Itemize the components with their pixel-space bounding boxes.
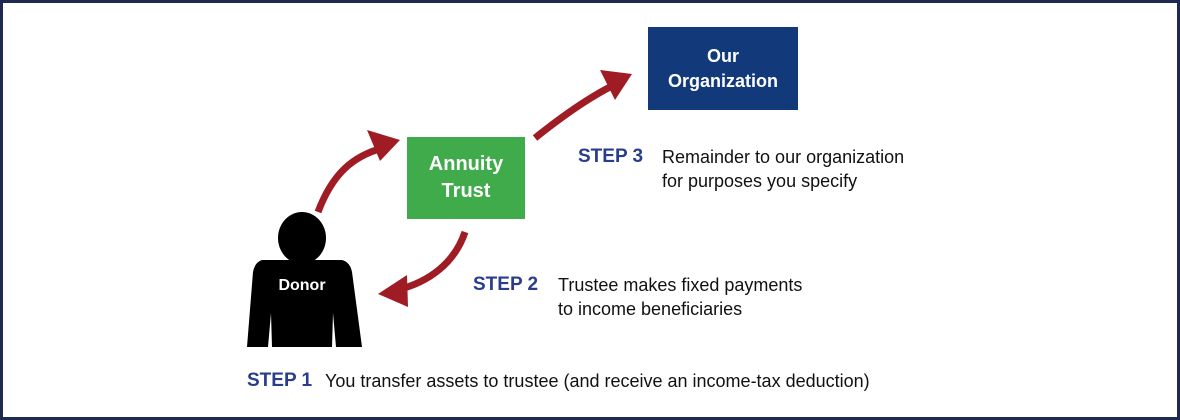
annuity-trust-box: Annuity Trust	[407, 137, 525, 219]
donor-person-icon	[247, 212, 362, 347]
step-2-text: Trustee makes fixed payments to income b…	[558, 275, 803, 319]
organization-box: Our Organization	[648, 27, 798, 110]
step-3: STEP 3 Remainder to our organization for…	[578, 145, 958, 195]
annuity-trust-label: Annuity Trust	[428, 153, 504, 202]
step-1-label: STEP 1	[247, 370, 313, 391]
step-1-text: You transfer assets to trustee (and rece…	[325, 371, 870, 391]
donor-label: Donor	[278, 277, 326, 294]
arrow-donor-to-trust	[314, 130, 400, 214]
arrow-trust-to-donor	[378, 230, 469, 307]
step-2: STEP 2 Trustee makes fixed payments to i…	[473, 273, 853, 323]
arrow-trust-to-organization	[532, 70, 632, 141]
step-3-label: STEP 3	[578, 146, 644, 167]
organization-label: Our Organization	[667, 45, 778, 91]
step-3-text: Remainder to our organization for purpos…	[662, 147, 905, 191]
step-1: STEP 1 You transfer assets to trustee (a…	[247, 369, 947, 395]
step-2-label: STEP 2	[473, 274, 539, 295]
